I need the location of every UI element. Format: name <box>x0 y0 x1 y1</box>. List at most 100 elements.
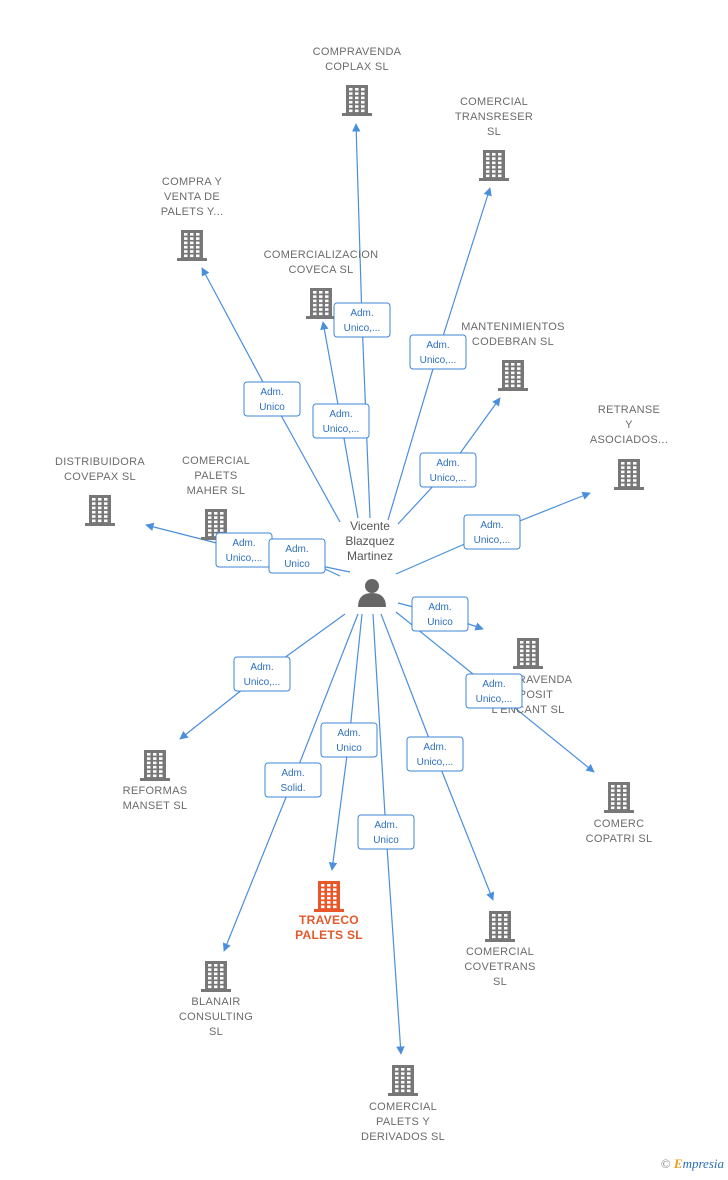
edge-label-text: Unico,... <box>474 535 511 546</box>
edge-label-box <box>419 452 477 488</box>
edge-label-mantenimientos-codebran[interactable]: Adm.Unico,... <box>419 452 477 488</box>
company-label: REFORMAS <box>123 785 188 797</box>
building-icon[interactable] <box>614 459 644 490</box>
company-label: COVETRANS <box>464 961 535 973</box>
person-label: Martinez <box>347 549 393 563</box>
building-icon[interactable] <box>388 1065 418 1096</box>
edge-label-comercializacion-coveca[interactable]: Adm.Unico,... <box>312 403 370 439</box>
edge-label-box <box>264 762 322 798</box>
person-icon[interactable] <box>358 579 386 607</box>
company-label: TRANSRESER <box>455 111 533 123</box>
edge-label-comercial-covetrans[interactable]: Adm.Unico,... <box>406 736 464 772</box>
company-label: COMERCIAL <box>466 946 534 958</box>
company-label: CONSULTING <box>179 1011 253 1023</box>
company-label: TRAVECO <box>299 913 359 927</box>
edge-label-text: Unico,... <box>244 677 281 688</box>
company-label: SL <box>209 1026 223 1038</box>
edge-label-compraventa-deposit[interactable]: Adm. Unico <box>411 596 469 632</box>
edge-label-text: Unico,... <box>420 355 457 366</box>
building-icon[interactable] <box>479 150 509 181</box>
edge-label-retranse[interactable]: Adm.Unico,... <box>463 514 521 550</box>
edge-label-box <box>268 538 326 574</box>
building-icon[interactable] <box>140 750 170 781</box>
company-label: COPATRI SL <box>586 833 653 845</box>
edge-label-box <box>243 381 301 417</box>
building-icon[interactable] <box>498 360 528 391</box>
company-label: MANTENIMIENTOS <box>461 321 565 333</box>
copyright-symbol: © <box>660 1156 671 1171</box>
company-label: COMERCIAL <box>182 455 250 467</box>
company-label: PALETS SL <box>295 928 363 942</box>
building-icon[interactable] <box>314 881 344 912</box>
company-label: COMERCIAL <box>369 1101 437 1113</box>
edge-label-reformas-manset[interactable]: Adm. Unico,... <box>233 656 291 692</box>
edge-label-text: Adm. <box>329 409 352 420</box>
company-label: COMERCIALIZACION <box>264 249 379 261</box>
edge-label-text: Unico <box>373 835 399 846</box>
edge-label-blanair-consulting[interactable]: Adm. Solid. <box>264 762 322 798</box>
edge-label-text: Adm. <box>428 602 451 613</box>
company-label: PALETS <box>194 470 237 482</box>
company-node-blanair-consulting[interactable]: BLANAIR CONSULTING SL <box>179 961 253 1038</box>
edge-label-comercial-transreser[interactable]: Adm. Unico,... <box>409 334 467 370</box>
company-node-retranse[interactable]: RETRANSEYASOCIADOS... <box>590 404 668 490</box>
edge-label-distribuidora-covepax[interactable]: Adm. Unico,... <box>215 532 273 568</box>
building-icon[interactable] <box>604 782 634 813</box>
edge-label-text: Unico <box>259 402 285 413</box>
company-label: DISTRIBUIDORA <box>55 456 145 468</box>
edge-label-text: Adm. <box>250 662 273 673</box>
edge-label-compra-venta-palets[interactable]: Adm. Unico <box>243 381 301 417</box>
edge-label-text: Adm. <box>285 544 308 555</box>
brand-name: mpresia <box>682 1156 724 1171</box>
company-label: COMPRA Y <box>162 176 223 188</box>
edge-label-text: Adm. <box>281 768 304 779</box>
edge-label-text: Unico <box>427 617 453 628</box>
building-icon[interactable] <box>513 638 543 669</box>
brand-initial: E <box>673 1156 683 1171</box>
edge-label-comercial-palets-derivados[interactable]: Adm. Unico <box>357 814 415 850</box>
edge-labels-layer: Adm.Unico,...Adm.Unico,...Adm.UnicoAdm.U… <box>215 302 523 850</box>
building-icon[interactable] <box>485 911 515 942</box>
edge-label-comercial-palets-maher[interactable]: Adm. Unico <box>268 538 326 574</box>
edge-label-box <box>320 722 378 758</box>
building-icon[interactable] <box>201 961 231 992</box>
edge-label-text: Unico,... <box>226 553 263 564</box>
company-label: ASOCIADOS... <box>590 434 668 446</box>
building-icon[interactable] <box>85 495 115 526</box>
building-icon[interactable] <box>177 230 207 261</box>
edge-label-traveco-palets[interactable]: Adm.Unico <box>320 722 378 758</box>
edge-label-text: Adm. <box>374 820 397 831</box>
edge-label-text: Unico <box>284 559 310 570</box>
company-label: COMPRAVENDA <box>313 46 402 58</box>
edge-label-comerc-copatri[interactable]: Adm.Unico,... <box>465 673 523 709</box>
edge-label-compraventa-coplax[interactable]: Adm.Unico,... <box>333 302 391 338</box>
edge-label-text: Solid. <box>280 783 305 794</box>
person-label: Vicente <box>350 519 390 533</box>
edge-label-text: Unico,... <box>430 473 467 484</box>
edge-label-text: Adm. <box>482 679 505 690</box>
edge-label-text: Adm. <box>232 538 255 549</box>
edge-label-text: Adm. <box>337 728 360 739</box>
edge-label-text: Adm. <box>426 340 449 351</box>
building-icon[interactable] <box>306 288 336 319</box>
building-icon[interactable] <box>342 85 372 116</box>
edge-label-box <box>465 673 523 709</box>
footer-brand[interactable]: © Empresia <box>661 1156 724 1172</box>
edge-label-text: Adm. <box>260 387 283 398</box>
company-label: BLANAIR <box>191 996 240 1008</box>
